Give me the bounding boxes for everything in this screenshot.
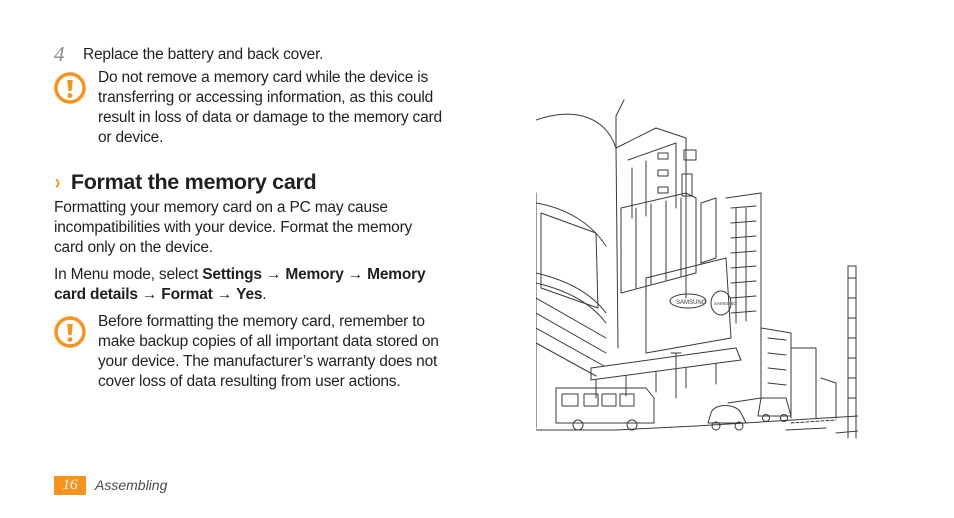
warning-line: make backup copies of all important data… xyxy=(98,333,439,350)
warning-line: your device. The manufacturer’s warranty… xyxy=(98,353,438,370)
paragraph-line: Formatting your memory card on a PC may … xyxy=(54,199,388,216)
menu-arrow: → xyxy=(265,266,282,283)
warning-line: result in loss of data or damage to the … xyxy=(98,109,442,126)
step-number: 4 xyxy=(54,42,65,66)
warning-line: transferring or accessing information, a… xyxy=(98,89,434,106)
warning-line: Do not remove a memory card while the de… xyxy=(98,69,429,86)
menu-arrow: → xyxy=(216,286,233,303)
page-number: 16 xyxy=(54,476,86,495)
menu-memory: Memory xyxy=(285,266,344,283)
chevron-right-icon: › xyxy=(54,170,61,194)
warning-line: or device. xyxy=(98,129,164,146)
warning-line: cover loss of data resulting from user a… xyxy=(98,373,401,390)
paragraph-line: In Menu mode, select Settings → Memory →… xyxy=(54,265,454,285)
billboard-sign-1: SAMSUNG xyxy=(676,300,707,306)
warning-note-2: Before formatting the memory card, remem… xyxy=(98,312,460,392)
billboard-sign-2: SAMSUNG xyxy=(714,301,737,306)
warning-exclamation-icon xyxy=(54,316,86,348)
body-paragraph-1: Formatting your memory card on a PC may … xyxy=(54,198,454,258)
paragraph-line: card details → Format → Yes. xyxy=(54,285,454,305)
step-text: Replace the battery and back cover. xyxy=(83,46,324,63)
menu-period: . xyxy=(262,286,267,303)
menu-memory-card-details-part2: card details xyxy=(54,286,138,303)
menu-memory-card-details-part1: Memory xyxy=(367,266,426,283)
menu-settings: Settings xyxy=(202,266,262,283)
section-title-text: Format the memory card xyxy=(70,170,317,194)
menu-format: Format xyxy=(161,286,213,303)
menu-path-prefix: In Menu mode, select xyxy=(54,266,203,283)
warning-note-1: Do not remove a memory card while the de… xyxy=(98,68,460,148)
menu-yes: Yes xyxy=(236,286,263,303)
section-heading: › Format the memory card xyxy=(54,169,317,195)
menu-arrow: → xyxy=(141,286,158,303)
warning-line: Before formatting the memory card, remem… xyxy=(98,313,425,330)
menu-path-paragraph: In Menu mode, select Settings → Memory →… xyxy=(54,265,454,305)
city-sketch-illustration: SAMSUNG SAMSUNG xyxy=(535,98,859,450)
paragraph-line: card only on the device. xyxy=(54,239,213,256)
chapter-label: Assembling xyxy=(95,477,168,493)
paragraph-line: incompatibilities with your device. Form… xyxy=(54,219,413,236)
menu-arrow: → xyxy=(347,266,364,283)
warning-exclamation-icon xyxy=(54,72,86,104)
